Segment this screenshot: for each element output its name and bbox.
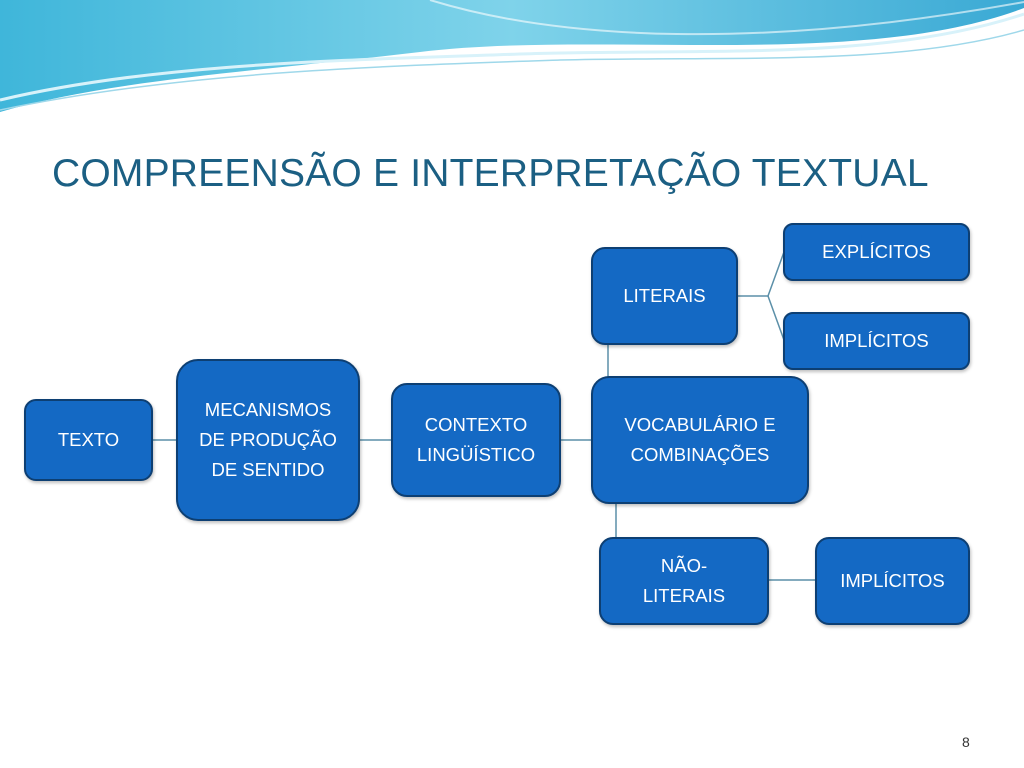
node-implicitos-nao-literais-label: IMPLÍCITOS xyxy=(840,570,945,591)
node-explicitos: EXPLÍCITOS xyxy=(783,223,970,281)
node-mecanismos-label: MECANISMOS DE PRODUÇÃO DE SENTIDO xyxy=(199,399,337,480)
node-vocabulario-label: VOCABULÁRIO E COMBINAÇÕES xyxy=(624,414,776,465)
node-implicitos-nao-literais: IMPLÍCITOS xyxy=(815,537,970,625)
connector-literais-explicitos xyxy=(737,251,785,297)
node-nao-literais: NÃO-LITERAIS xyxy=(599,537,769,625)
node-vocabulario: VOCABULÁRIO E COMBINAÇÕES xyxy=(591,376,809,504)
connector-literais-implicitos xyxy=(767,295,785,341)
node-texto: TEXTO xyxy=(24,399,153,481)
node-implicitos-literais: IMPLÍCITOS xyxy=(783,312,970,370)
node-literais-label: LITERAIS xyxy=(623,285,706,306)
node-explicitos-label: EXPLÍCITOS xyxy=(822,241,931,262)
header-wave-decoration xyxy=(0,0,1024,112)
node-literais: LITERAIS xyxy=(591,247,738,345)
slide-title: COMPREENSÃO E INTERPRETAÇÃO TEXTUAL xyxy=(52,152,929,195)
node-nao-literais-label: NÃO-LITERAIS xyxy=(642,555,726,606)
node-contexto: CONTEXTO LINGÜÍSTICO xyxy=(391,383,561,497)
node-texto-label: TEXTO xyxy=(57,429,120,450)
node-implicitos-literais-label: IMPLÍCITOS xyxy=(824,330,929,351)
node-mecanismos: MECANISMOS DE PRODUÇÃO DE SENTIDO xyxy=(176,359,360,521)
page-number: 8 xyxy=(962,734,970,750)
node-contexto-label: CONTEXTO LINGÜÍSTICO xyxy=(416,414,536,465)
